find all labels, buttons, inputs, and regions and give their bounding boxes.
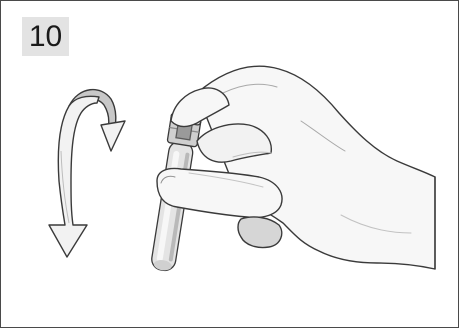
invert-rotation-arrow-icon xyxy=(48,89,126,258)
hand-icon xyxy=(156,65,436,270)
step-number: 10 xyxy=(28,20,63,53)
step-badge: 10 xyxy=(22,17,69,56)
